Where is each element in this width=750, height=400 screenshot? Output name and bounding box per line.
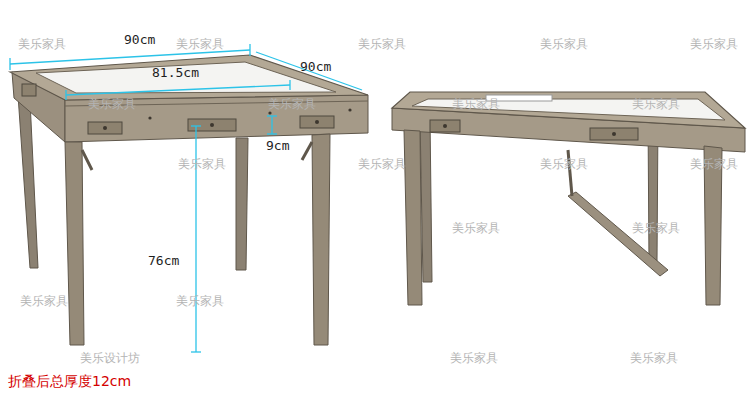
dimension-lines bbox=[10, 44, 362, 352]
watermark: 美乐家具 bbox=[358, 38, 406, 52]
watermark: 美乐家具 bbox=[540, 158, 588, 172]
watermark: 美乐家具 bbox=[632, 98, 680, 112]
watermark: 美乐家具 bbox=[358, 158, 406, 172]
dimension: 81.5cm bbox=[152, 66, 199, 81]
watermark: 美乐家具 bbox=[690, 158, 738, 172]
watermark: 美乐家具 bbox=[452, 98, 500, 112]
dimension: 76cm bbox=[148, 254, 179, 269]
watermark: 美乐家具 bbox=[632, 222, 680, 236]
watermark: 美乐家具 bbox=[178, 158, 226, 172]
watermark: 美乐家具 bbox=[176, 295, 224, 309]
dimension: 90cm bbox=[124, 33, 155, 48]
watermark: 美乐家具 bbox=[20, 295, 68, 309]
watermark: 美乐家具 bbox=[18, 38, 66, 52]
right-table bbox=[392, 92, 745, 305]
watermark: 美乐家具 bbox=[452, 222, 500, 236]
watermark: 美乐家具 bbox=[176, 38, 224, 52]
watermark: 美乐家具 bbox=[690, 38, 738, 52]
watermark: 美乐家具 bbox=[630, 352, 678, 366]
watermark: 美乐设计坊 bbox=[80, 352, 140, 366]
left-table bbox=[10, 55, 368, 345]
watermark: 美乐家具 bbox=[540, 38, 588, 52]
dimension: 9cm bbox=[266, 139, 289, 154]
watermark: 美乐家具 bbox=[268, 98, 316, 112]
watermark: 美乐家具 bbox=[88, 98, 136, 112]
dimension: 90cm bbox=[300, 60, 331, 75]
folded-thickness-note: 折叠后总厚度12cm bbox=[8, 373, 131, 389]
watermark: 美乐家具 bbox=[450, 352, 498, 366]
